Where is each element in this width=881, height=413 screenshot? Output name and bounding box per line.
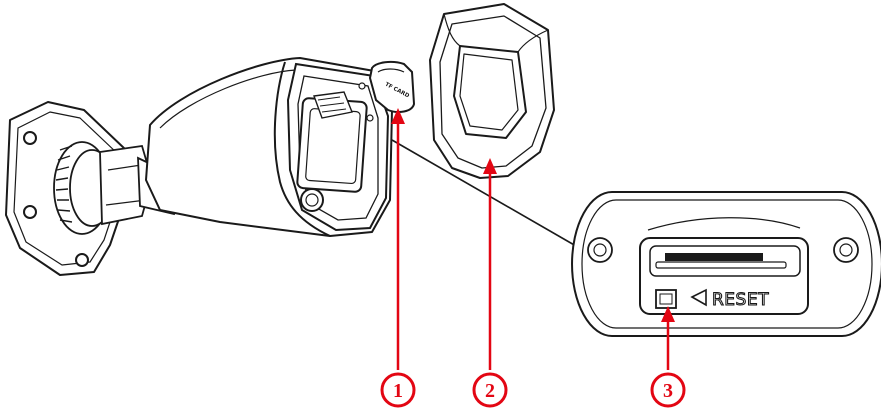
callout-marker-1: 1 [380, 372, 416, 408]
triangle-left-icon [690, 288, 707, 307]
sunshield-hood [429, 3, 555, 179]
callout-label-3: 3 [663, 380, 673, 402]
right-screw [833, 237, 859, 263]
left-screw [587, 237, 613, 263]
camera-front-face [286, 62, 390, 232]
reset-label: RESET [712, 290, 769, 310]
callout-marker-3: 3 [650, 372, 686, 408]
tf-card-slot [639, 237, 809, 315]
swivel-joint [53, 141, 153, 235]
callout-arrow-2 [483, 158, 497, 370]
tf-card-cap: TF CARD [368, 60, 416, 113]
callout-label-2: 2 [485, 380, 495, 402]
callout-arrow-3 [661, 306, 675, 370]
callout-marker-2: 2 [472, 372, 508, 408]
callout-arrow-1 [391, 108, 405, 370]
reset-button [655, 289, 677, 309]
detail-leader-line [391, 139, 577, 247]
callout-label-1: 1 [393, 380, 403, 402]
